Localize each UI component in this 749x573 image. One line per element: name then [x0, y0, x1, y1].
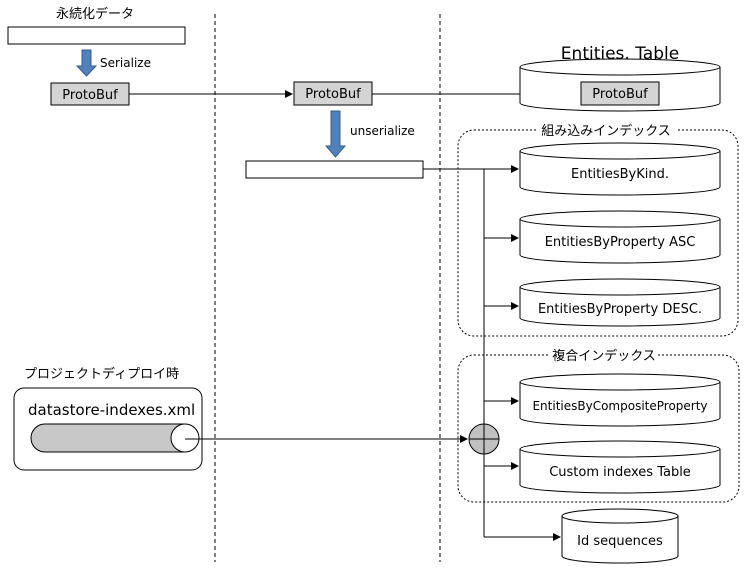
builtin-indexes-label: 組み込みインデックス — [541, 123, 671, 139]
serialize-label: Serialize — [100, 56, 151, 70]
entities-by-property-asc-cylinder: EntitiesByProperty ASC — [519, 210, 721, 264]
table-label: Id sequences — [577, 534, 663, 549]
protobuf-right-label: ProtoBuf — [592, 87, 648, 102]
table-label: EntitiesByKind. — [571, 167, 669, 182]
merge-symbol — [468, 423, 500, 455]
entities-table-label: Entities. Table — [561, 44, 679, 64]
indexes-xml-scroll-shape — [30, 423, 200, 453]
persistent-data-box — [7, 26, 186, 45]
protobuf-middle-label: ProtoBuf — [305, 87, 361, 102]
persistent-data-label: 永続化データ — [56, 6, 134, 22]
table-label: Custom indexes Table — [549, 465, 691, 480]
entities-table-cylinder: Entities. Table ProtoBuf — [519, 44, 721, 112]
table-label: EntitiesByProperty ASC — [545, 235, 696, 250]
composite-indexes-label: 複合インデックス — [552, 348, 656, 364]
indexes-xml-label: datastore-indexes.xml — [28, 401, 195, 419]
entities-by-property-desc-cylinder: EntitiesByProperty DESC. — [519, 278, 721, 327]
unserialize-arrow — [324, 110, 347, 158]
table-label: EntitiesByProperty DESC. — [538, 302, 702, 317]
entities-by-composite-property-cylinder: EntitiesByCompositeProperty — [519, 373, 721, 427]
id-sequences-cylinder: Id sequences — [561, 508, 679, 564]
custom-indexes-cylinder: Custom indexes Table — [519, 440, 721, 494]
unserialize-label: unserialize — [350, 124, 415, 138]
table-label: EntitiesByCompositeProperty — [532, 399, 707, 413]
entity-data-box — [245, 160, 424, 179]
protobuf-right-box — [580, 81, 660, 106]
serialize-arrow — [75, 49, 98, 77]
protobuf-left-label: ProtoBuf — [62, 88, 118, 103]
entities-by-kind-cylinder: EntitiesByKind. — [519, 142, 721, 196]
deploy-time-label: プロジェクトディプロイ時 — [24, 366, 179, 382]
